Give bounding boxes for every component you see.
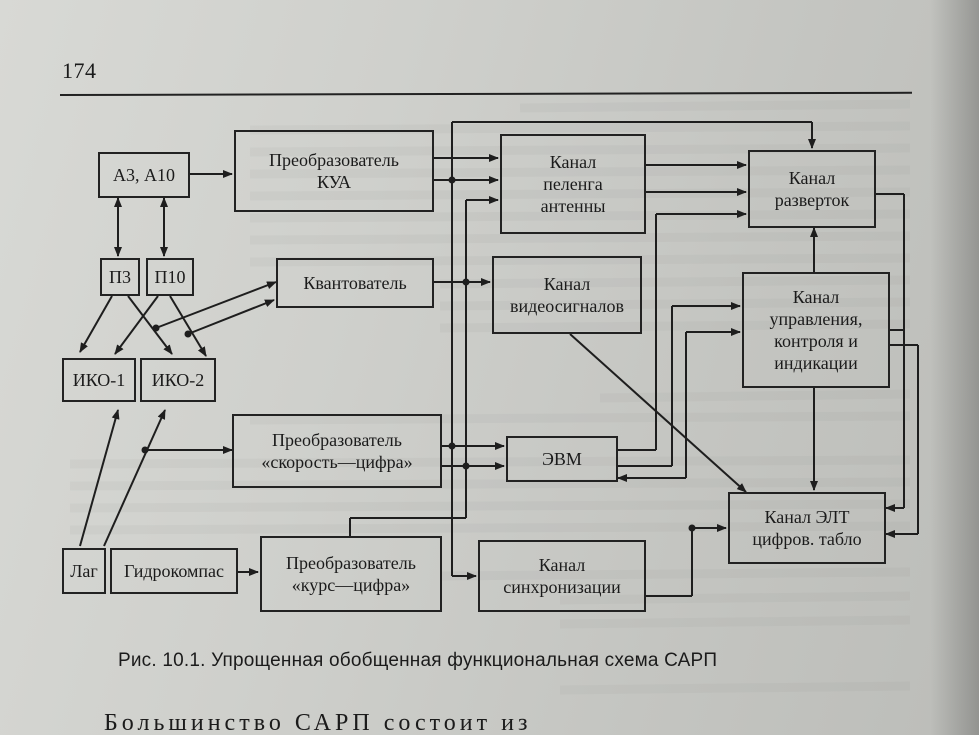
block-a3-a10: А3, А10	[98, 152, 190, 198]
block-channel-bearing: Канал пеленга антенны	[500, 134, 646, 234]
block-converter-course: Преобразователь «курс—цифра»	[260, 536, 442, 612]
block-lag: Лаг	[62, 548, 106, 594]
block-channel-control: Канал управления, контроля и индикации	[742, 272, 890, 388]
block-iko-2: ИКО-2	[140, 358, 216, 402]
figure-caption: Рис. 10.1. Упрощенная обобщенная функцио…	[118, 650, 718, 671]
page-shadow	[930, 0, 979, 735]
block-channel-video: Канал видеосигналов	[492, 256, 642, 334]
block-p10: П10	[146, 258, 194, 296]
block-converter-speed: Преобразователь «скорость—цифра»	[232, 414, 442, 488]
block-quantizer: Квантователь	[276, 258, 434, 308]
block-channel-sweep: Канал разверток	[748, 150, 876, 228]
body-text-line: Большинство САРП состоит из	[104, 710, 532, 735]
block-channel-crt: Канал ЭЛТ цифров. табло	[728, 492, 886, 564]
block-channel-sync: Канал синхронизации	[478, 540, 646, 612]
page-number: 174	[62, 58, 97, 83]
block-p3: П3	[100, 258, 140, 296]
block-iko-1: ИКО-1	[62, 358, 136, 402]
block-evm: ЭВМ	[506, 436, 618, 482]
block-gyrocompass: Гидрокомпас	[110, 548, 238, 594]
block-converter-kua: Преобразователь КУА	[234, 130, 434, 212]
